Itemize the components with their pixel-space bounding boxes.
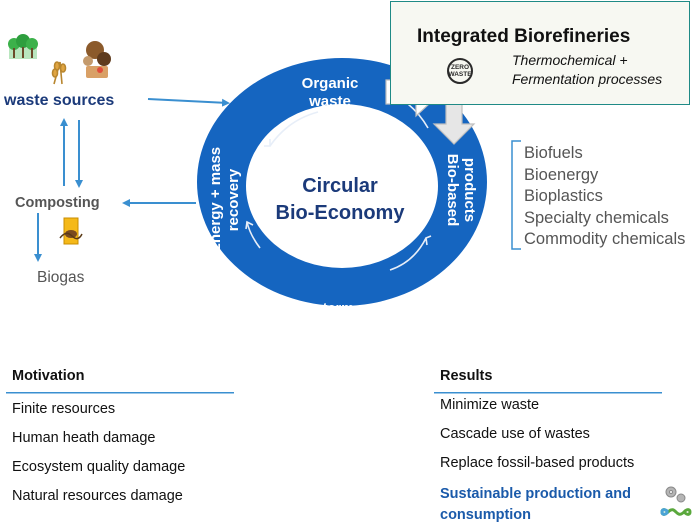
zero-waste-icon: ZERO WASTE (447, 58, 473, 84)
motivation-item: Natural resources damage (12, 488, 183, 504)
zero-waste-icon-line1: ZERO (450, 64, 470, 71)
results-highlight: Sustainable production and consumption (440, 484, 631, 526)
stage-right-line1: Bio-based (444, 154, 461, 227)
results-divider (434, 392, 662, 394)
forest-icon (8, 34, 38, 59)
results-item: Minimize waste (440, 397, 540, 413)
stage-left-line1: Energy + mass (207, 147, 224, 253)
products-list: Biofuels Bioenergy Bioplastics Specialty… (524, 143, 685, 251)
wheat-icon (51, 61, 67, 85)
biorefinery-box (390, 1, 690, 105)
results-highlight-line2: consumption (440, 507, 532, 523)
cycle-ring (197, 58, 487, 306)
motivation-item: Finite resources (12, 401, 116, 417)
motivation-item: Ecosystem quality damage (12, 459, 186, 475)
center-title-line2: Bio-Economy (276, 202, 406, 224)
inner-cycle-arrows (245, 103, 432, 271)
stage-top-line2: waste (308, 93, 351, 110)
motivation-item: Human heath damage (12, 430, 156, 446)
recycle-infinity-icon (660, 508, 692, 516)
product-item: Bioplastics (524, 187, 603, 205)
zero-waste-icon-line2: WASTE (448, 71, 472, 78)
food-waste-icon (83, 41, 111, 78)
product-item: Biofuels (524, 144, 583, 162)
block-arrow-to-products (432, 103, 476, 145)
products-bracket (511, 140, 521, 250)
left-flow-arrows (34, 98, 230, 262)
stage-bottom-line1: Long-term use & (282, 301, 398, 317)
results-highlight-line1: Sustainable production and (440, 486, 631, 502)
waste-sources-label: waste sources (4, 92, 115, 109)
composting-bin-icon (59, 217, 83, 245)
process-line2: Fermentation processes (512, 71, 663, 87)
results-item: Replace fossil-based products (440, 455, 635, 471)
gears-icon (665, 486, 686, 503)
biorefinery-title: Integrated Biorefineries (417, 26, 631, 47)
biogas-label: Biogas (37, 269, 85, 286)
results-title: Results (440, 368, 493, 384)
process-line1: Thermochemical + (512, 52, 628, 68)
stage-top-line1: Organic (302, 75, 359, 92)
stage-right-line2: products (461, 158, 478, 222)
center-title-line1: Circular (302, 175, 378, 197)
results-item: Cascade use of wastes (440, 426, 590, 442)
product-item: Commodity chemicals (524, 230, 686, 248)
motivation-divider (6, 392, 234, 394)
motivation-title: Motivation (12, 368, 85, 384)
stage-bottom-line2: recycle (315, 320, 365, 336)
stage-left-line2: recovery (225, 168, 242, 231)
composting-label: Composting (15, 195, 100, 211)
product-item: Specialty chemicals (524, 208, 669, 227)
product-item: Bioenergy (524, 165, 599, 184)
